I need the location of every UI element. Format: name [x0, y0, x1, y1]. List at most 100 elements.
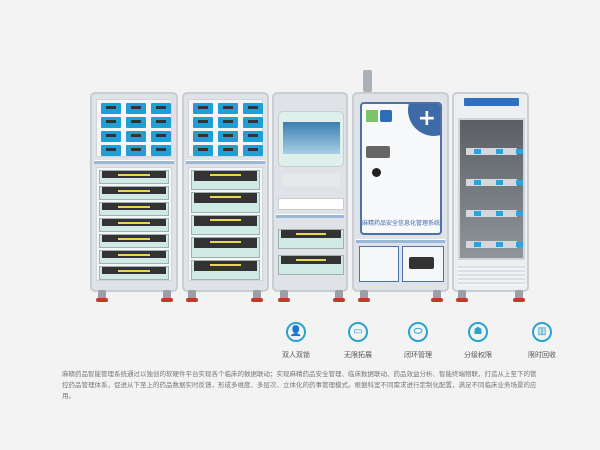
drawer[interactable]	[99, 202, 169, 216]
knob[interactable]	[372, 168, 381, 177]
medicine-bin[interactable]	[193, 145, 213, 156]
medicine-bin[interactable]	[243, 145, 263, 156]
divider-strip	[186, 160, 265, 164]
wheel	[251, 290, 263, 302]
drawer[interactable]	[191, 170, 260, 191]
drawer-label	[102, 235, 166, 243]
drawer[interactable]	[191, 259, 260, 280]
expand-icon: ▭	[348, 322, 368, 342]
divider-strip	[94, 160, 174, 164]
wheel	[431, 290, 443, 302]
alarm-light	[363, 70, 372, 92]
fridge-shelf	[466, 241, 523, 248]
drawer-label	[194, 260, 257, 271]
drawer-label	[102, 187, 166, 195]
dual-person-icon: 👤	[286, 322, 306, 342]
control-panel[interactable]	[464, 98, 519, 106]
drawer-label	[102, 267, 166, 275]
feature-0: 👤 双人双锁	[266, 322, 326, 360]
user-levels-icon: ☗	[468, 322, 488, 342]
wheel	[186, 290, 198, 302]
drawer[interactable]	[99, 186, 169, 200]
feature-label: 双人双锁	[282, 351, 310, 359]
recycle-bin-icon: ▥	[532, 322, 552, 342]
drawer-cabinet-2	[182, 92, 269, 292]
fridge-shelf	[466, 148, 523, 155]
drawer[interactable]	[99, 266, 169, 280]
divider-strip	[276, 214, 344, 218]
drawer-cabinet-1	[90, 92, 178, 292]
drawer-panel	[188, 167, 263, 281]
drawer[interactable]	[99, 218, 169, 232]
drawer-label	[102, 219, 166, 227]
drawer[interactable]	[99, 170, 169, 184]
touch-screen[interactable]	[278, 111, 344, 167]
divider-strip	[356, 239, 445, 243]
drawer-label	[194, 193, 257, 204]
wheel	[278, 290, 290, 302]
drawer[interactable]	[191, 192, 260, 213]
plus-icon: +	[417, 106, 436, 131]
feature-4: ▥限时回收	[512, 322, 572, 360]
drawer[interactable]	[99, 234, 169, 248]
drawer-label	[194, 238, 257, 249]
wheel	[513, 290, 525, 302]
feature-2: ⬭ 闭环管理	[388, 322, 448, 360]
drawer-label	[194, 171, 257, 182]
medicine-bin[interactable]	[126, 145, 146, 156]
drawer[interactable]	[191, 237, 260, 258]
medicine-bin[interactable]	[151, 117, 171, 128]
medicine-bin[interactable]	[243, 131, 263, 142]
medicine-bin[interactable]	[101, 131, 121, 142]
refrigerator-cabinet	[452, 92, 529, 292]
medicine-bin[interactable]	[193, 103, 213, 114]
medicine-bin[interactable]	[126, 103, 146, 114]
medicine-bin[interactable]	[218, 131, 238, 142]
drawer-panel	[96, 167, 172, 281]
wheel	[96, 290, 108, 302]
medicine-bin[interactable]	[151, 145, 171, 156]
wheel	[333, 290, 345, 302]
lower-compartment-right[interactable]	[402, 246, 444, 282]
drawer[interactable]	[99, 250, 169, 264]
medicine-bin[interactable]	[101, 103, 121, 114]
medicine-bin[interactable]	[243, 117, 263, 128]
vent-grille	[458, 266, 525, 286]
cabinet-title: 麻精药品安全信息化管理系统	[362, 220, 441, 227]
drawer[interactable]	[278, 229, 344, 249]
bin-panel	[96, 99, 172, 157]
medicine-bin[interactable]	[193, 131, 213, 142]
medicine-bin[interactable]	[151, 103, 171, 114]
logo-badge	[380, 110, 392, 122]
drawer-label	[102, 251, 166, 259]
medicine-bin[interactable]	[218, 103, 238, 114]
glass-door[interactable]	[458, 118, 525, 260]
feature-label: 闭环管理	[404, 351, 432, 359]
medicine-bin[interactable]	[151, 131, 171, 142]
wheel	[456, 290, 468, 302]
medicine-bin[interactable]	[101, 145, 121, 156]
terminal-cabinet	[272, 92, 348, 292]
medicine-bin[interactable]	[101, 117, 121, 128]
description-text: 麻精药品智能管理系统通过以独创的软硬件平台实现各个临床的数据联动；实现麻精药品安…	[62, 370, 537, 400]
drawer-label	[102, 171, 166, 179]
feature-1: ▭ 无限拓展	[328, 322, 388, 360]
drawer-label	[102, 203, 166, 211]
keypad[interactable]	[409, 257, 434, 269]
feature-label: 分级权限	[464, 351, 492, 359]
drawer[interactable]	[191, 214, 260, 236]
medicine-bin[interactable]	[218, 145, 238, 156]
medicine-bin[interactable]	[193, 117, 213, 128]
medicine-bin[interactable]	[126, 117, 146, 128]
keypad[interactable]	[366, 146, 390, 158]
safe-door[interactable]: + 麻精药品安全信息化管理系统	[360, 102, 442, 235]
output-slot	[278, 198, 344, 210]
medicine-bin[interactable]	[243, 103, 263, 114]
pill-loop-icon: ⬭	[408, 322, 428, 342]
drawer[interactable]	[278, 255, 344, 275]
fridge-shelf	[466, 179, 523, 186]
medicine-bin[interactable]	[218, 117, 238, 128]
feature-label: 无限拓展	[344, 351, 372, 359]
medicine-bin[interactable]	[126, 131, 146, 142]
lower-compartment-left[interactable]	[359, 246, 399, 282]
